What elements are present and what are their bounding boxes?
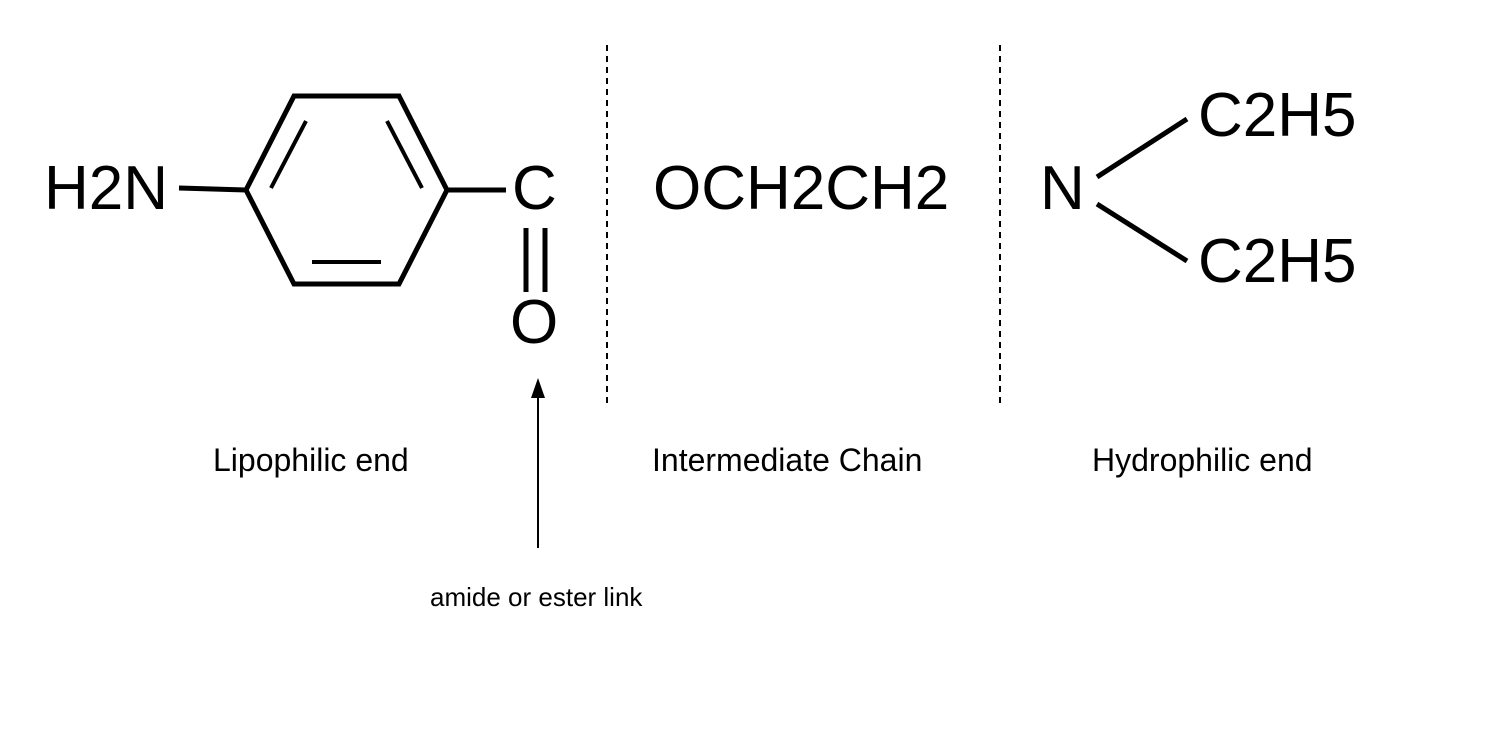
intermediate-chain-formula: OCH2CH2 xyxy=(653,154,950,223)
benzene-inner-bond-left xyxy=(269,120,308,189)
annotation-label: amide or ester link xyxy=(430,582,643,612)
amine-group-label: H2N xyxy=(44,154,169,223)
section-label-intermediate: Intermediate Chain xyxy=(652,442,923,478)
amine-nitrogen-label: N xyxy=(1040,154,1085,223)
section-label-lipophilic: Lipophilic end xyxy=(213,442,409,478)
amine-ring-bond-line xyxy=(178,185,247,193)
ethyl-group-bottom-label: C2H5 xyxy=(1198,227,1357,296)
section-label-hydrophilic: Hydrophilic end xyxy=(1092,442,1313,478)
ethyl-group-top-label: C2H5 xyxy=(1198,81,1357,150)
benzene-ring xyxy=(243,93,450,287)
benzene-inner-bond-right xyxy=(385,120,424,189)
n-ethyl-bond-bottom-line xyxy=(1095,201,1189,264)
annotation-arrow-head xyxy=(531,378,545,398)
n-ethyl-bond-top-line xyxy=(1095,116,1189,180)
carbonyl-oxygen-label: O xyxy=(510,288,559,357)
carbonyl-carbon-label: C xyxy=(512,154,557,223)
